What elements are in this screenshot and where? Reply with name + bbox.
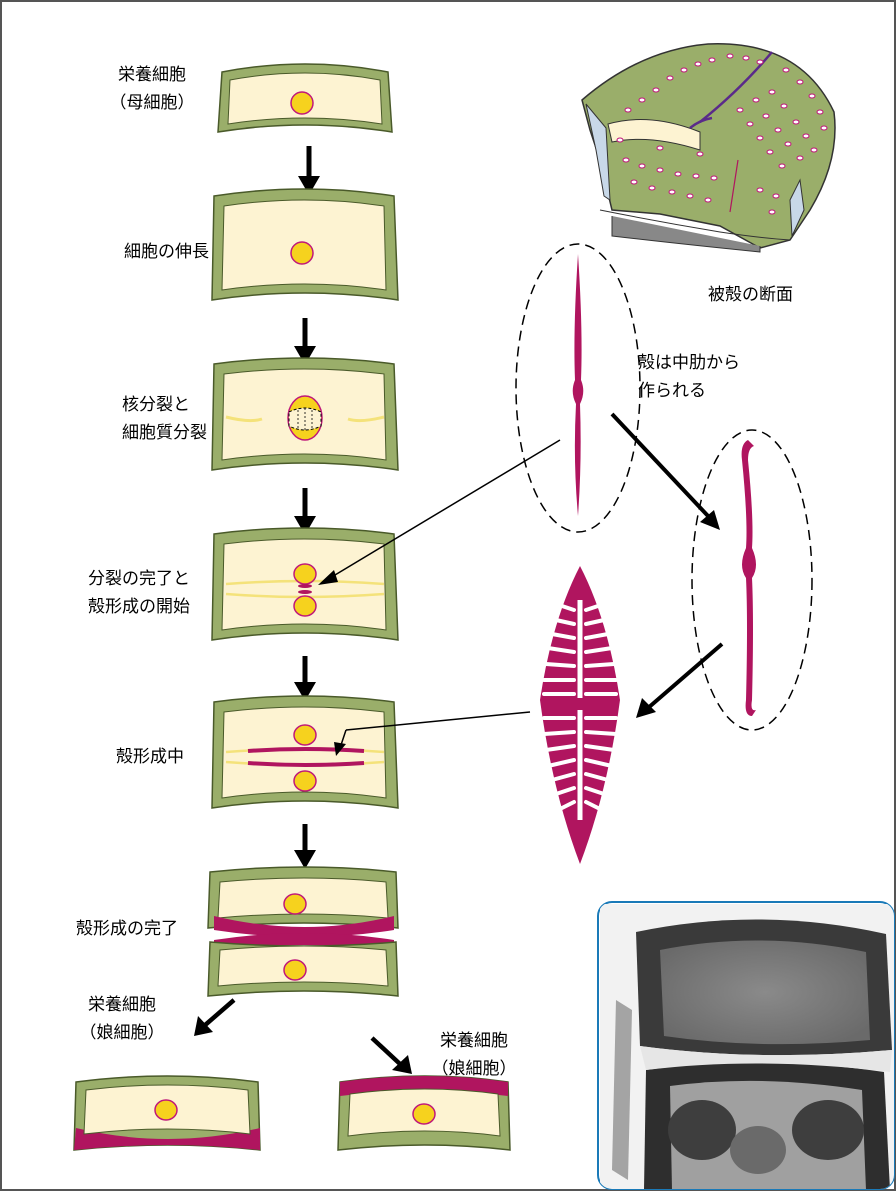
label-nuclear-division: 核分裂と: [122, 395, 190, 415]
cell-elongating: [212, 189, 398, 300]
cell-frustule-forming: [212, 696, 398, 808]
nucleus: [291, 92, 313, 114]
label-frustule-start: 殻形成の開始: [88, 597, 190, 617]
frustule-cross-section: [582, 44, 835, 252]
label-daughter-right: 栄養細胞: [440, 1031, 508, 1051]
label-division-complete: 分裂の完了と: [88, 569, 190, 589]
cell-dividing: [212, 358, 398, 470]
label-raphe-note: 殻は中肋から: [638, 353, 740, 373]
cell-division-complete: [212, 528, 398, 640]
cell-daughter-right: [338, 1076, 510, 1150]
label-mother-cell: 栄養細胞: [118, 65, 186, 85]
label-frustule-complete: 殻形成の完了: [76, 919, 178, 939]
label-frustule-section: 被殻の断面: [708, 285, 793, 305]
label-elongation: 細胞の伸長: [124, 242, 209, 262]
cell-daughter-left: [74, 1076, 260, 1150]
label-daughter-left-sub: （娘細胞）: [80, 1023, 165, 1043]
label-frustule-forming: 殻形成中: [116, 747, 184, 767]
em-photo-inset: [598, 902, 894, 1191]
nucleus: [291, 242, 313, 264]
cell-frustule-complete: [208, 867, 398, 996]
label-raphe-note-2: 作られる: [638, 381, 706, 401]
label-daughter-left: 栄養細胞: [88, 995, 156, 1015]
label-mother-cell-sub: （母細胞）: [110, 93, 195, 113]
cell-mother: [218, 64, 392, 132]
label-cytokinesis: 細胞質分裂: [122, 423, 207, 443]
